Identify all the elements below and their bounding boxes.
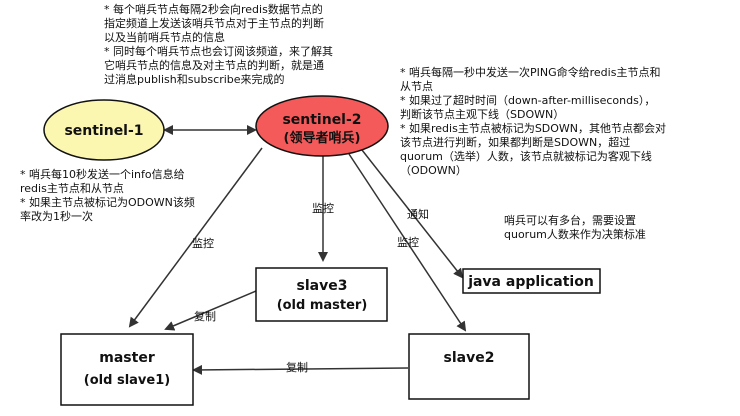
- sentinel-1-node: sentinel-1: [43, 99, 165, 161]
- note-line: 判断该节点主观下线（SDOWN）: [400, 108, 565, 121]
- master-sublabel: (old slave1): [84, 373, 170, 388]
- edge-sentinel2-java: [361, 149, 464, 279]
- note-quorum: 哨兵可以有多台，需要设置 quorum人数来作为决策标准: [504, 214, 646, 242]
- edge-label-replicate-slave3-master: 复制: [194, 309, 216, 323]
- note-line: （ODOWN）: [400, 164, 467, 177]
- edge-label-replicate-slave2-master: 复制: [286, 360, 308, 374]
- java-application-label: java application: [467, 274, 594, 290]
- note-line: * 如果redis主节点被标记为SDOWN，其他节点都会对: [400, 122, 667, 135]
- note-line: * 哨兵每隔一秒中发送一次PING命令给redis主节点和: [400, 66, 661, 79]
- edge-label-monitor-slave2: 监控: [397, 235, 419, 249]
- note-info-odown: * 哨兵每10秒发送一个info信息给 redis主节点和从节点 * 如果主节点…: [20, 168, 195, 224]
- note-line: * 每个哨兵节点每隔2秒会向redis数据节点的: [104, 3, 323, 16]
- note-line: 过消息publish和subscribe来完成的: [104, 73, 285, 86]
- edge-slave3-master: [164, 290, 257, 331]
- slave2-node: slave2: [408, 333, 530, 400]
- note-line: * 如果过了超时时间（down-after-milliseconds），: [400, 94, 656, 107]
- slave3-node: slave3 (old master): [255, 267, 388, 322]
- note-line: 哨兵可以有多台，需要设置: [504, 214, 636, 227]
- note-line: * 同时每个哨兵节点也会订阅该频道，来了解其: [104, 45, 333, 58]
- master-node: master (old slave1): [60, 333, 194, 406]
- edge-label-notify-java: 通知: [407, 207, 429, 221]
- edge-label-monitor-master: 监控: [192, 236, 214, 250]
- note-line: redis主节点和从节点: [20, 182, 124, 195]
- slave3-label: slave3: [297, 278, 348, 294]
- master-label: master: [99, 350, 155, 366]
- note-line: 指定频道上发送该哨兵节点对于主节点的判断: [104, 17, 324, 30]
- java-application-node: java application: [462, 268, 601, 294]
- note-line: 该节点进行判断，如果都判断是SDOWN，超过: [400, 136, 631, 149]
- edge-slave2-master: [192, 364, 409, 375]
- note-line: 从节点: [400, 80, 433, 93]
- note-line: * 如果主节点被标记为ODOWN该频: [20, 196, 195, 209]
- sentinel-2-sublabel: (领导者哨兵): [284, 130, 361, 146]
- note-ping-sdown: * 哨兵每隔一秒中发送一次PING命令给redis主节点和 从节点 * 如果过了…: [400, 66, 666, 178]
- note-line: 以及当前哨兵节点的信息: [104, 31, 225, 44]
- sentinel-1-label: sentinel-1: [64, 123, 143, 139]
- note-line: quorum人数来作为决策标准: [504, 228, 646, 241]
- note-pubsub: * 每个哨兵节点每隔2秒会向redis数据节点的 指定频道上发送该哨兵节点对于主…: [104, 3, 333, 87]
- note-line: quorum（选举）人数，该节点就被标记为客观下线: [400, 150, 652, 163]
- note-line: 它哨兵节点的信息及对主节点的判断，就是通: [104, 59, 324, 72]
- sentinel-2-node: sentinel-2 (领导者哨兵): [255, 95, 389, 157]
- edge-sentinel2-master: [128, 147, 263, 328]
- note-line: 率改为1秒一次: [20, 210, 93, 223]
- edge-label-monitor-slave3: 监控: [312, 201, 334, 215]
- sentinel-2-label: sentinel-2: [282, 112, 361, 128]
- edge-sentinel2-slave2: [348, 153, 467, 332]
- slave3-sublabel: (old master): [277, 298, 368, 313]
- slave2-label: slave2: [444, 350, 495, 366]
- note-line: * 哨兵每10秒发送一个info信息给: [20, 168, 185, 181]
